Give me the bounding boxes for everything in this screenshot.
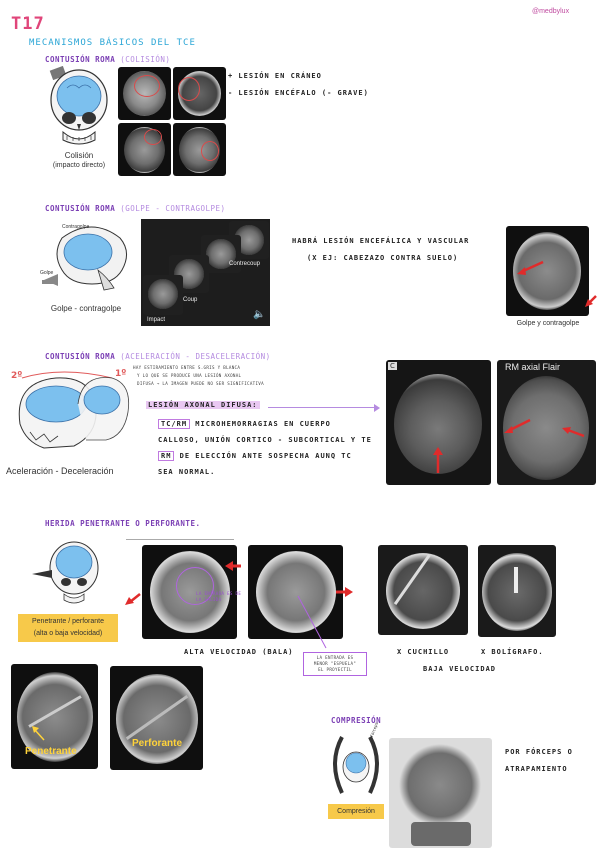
red-arrow-golpe (517, 260, 544, 275)
stack-label-contrecoup: Contrecoup (229, 261, 261, 267)
golpe-note-2: (X EJ: CABEZAZO CONTRA SUELO) (307, 254, 459, 262)
golpe-ct-stack: Impact Coup Contrecoup 🔈 (141, 219, 270, 326)
pen-label: X BOLÍGRAFO. (481, 648, 544, 656)
divider-line (126, 539, 234, 540)
perforante-image-label: Perforante (132, 738, 183, 749)
aceleracion-tiny-note-2: Y LO QUE SE PRODUCE UNA LESIÓN AXONAL (137, 373, 242, 378)
red-arrow-mri-1 (433, 447, 443, 473)
lad-line-3: RM DE ELECCIÓN ANTE SOSPECHA AUNQ TC (158, 451, 352, 461)
red-arrow-bullet-1 (125, 593, 141, 605)
stack-label-impact: Impact (147, 317, 166, 323)
aceleracion-tiny-note-1: HAY ESTIRAMIENTO ENTRE S.GRIS Y BLANCA (133, 365, 241, 370)
lad-arrowhead (374, 404, 380, 412)
skull-collision-illustration (49, 66, 108, 145)
penetrante-image-label: Penetrante (25, 746, 77, 757)
compresion-badge: Compresión (328, 804, 384, 819)
ct-collision-2 (173, 67, 226, 120)
section-heading-golpe: CONTUSIÓN ROMA (GOLPE - CONTRAGOLPE) (45, 204, 226, 213)
collision-caption: Colisión (impacto directo) (52, 151, 106, 169)
aceleracion-tiny-note-3: DIFUSA → LA IMAGEN PUEDE NO SER SIGNIFIC… (137, 381, 264, 386)
ct-penetrante: Penetrante (11, 664, 98, 769)
head-acceleration-illustration (18, 371, 130, 449)
ct-bullet-1 (142, 545, 237, 639)
forceps-illustration (333, 736, 379, 794)
lad-line-1: TC/RM MICROHEMORRAGIAS EN CUERPO (158, 419, 331, 429)
mri-flair-caption: RM axial Flair (505, 362, 561, 372)
section-heading-herida: HERIDA PENETRANTE O PERFORANTE. (45, 519, 201, 528)
ct-pen (478, 545, 556, 637)
golpe-note-1: HABRÁ LESIÓN ENCEFÁLICA Y VASCULAR (292, 237, 470, 245)
mri-axial-flair: RM axial Flair (497, 360, 596, 485)
colision-note-1: + LESIÓN EN CRÁNEO (228, 72, 322, 80)
yellow-arrow (32, 726, 45, 741)
lad-arrow (268, 407, 378, 408)
section-heading-aceleracion: CONTUSIÓN ROMA (ACELERACIÓN - DESACELERA… (45, 352, 271, 361)
red-arrow-bullet-3 (336, 587, 353, 597)
page-title: T17 (11, 14, 45, 34)
skull-bullet-illustration (32, 541, 99, 604)
lad-line-4: SEA NORMAL. (158, 468, 216, 476)
mri-tag: C (388, 362, 397, 370)
marker-second: 2º (11, 371, 23, 381)
ct-collision-1 (118, 67, 171, 120)
red-arrow-contragolpe (585, 295, 597, 307)
compresion-note-1: POR FÓRCEPS O (505, 748, 573, 756)
red-arrow-flair-2 (562, 427, 585, 438)
head-golpe-illustration (42, 226, 127, 291)
stack-label-coup: Coup (183, 297, 198, 303)
page-subtitle: MECANISMOS BÁSICOS DEL TCE (29, 38, 196, 48)
ct-collision-3 (118, 123, 171, 176)
ct-perforante: Perforante (110, 666, 203, 770)
section-heading-colision: CONTUSIÓN ROMA (COLISIÓN) (45, 55, 171, 64)
author-handle: @medbylux (532, 8, 570, 15)
contragolpe-label: Contragolpe (62, 224, 90, 230)
ct-collision-4 (173, 123, 226, 176)
callout-espuela: LA ENTRADA ES MENOR "ESPUELA" EL PROYECT… (303, 652, 367, 676)
marker-first: 1º (115, 369, 127, 379)
red-arrow-flair-1 (504, 418, 531, 433)
alta-velocidad: ALTA VELOCIDAD (BALA) (184, 648, 294, 656)
colision-note-2: - LESIÓN ENCÉFALO (- GRAVE) (228, 89, 369, 97)
compresion-note-2: ATRAPAMIENTO (505, 765, 568, 773)
section-heading-compresion: COMPRESIÓN (331, 716, 382, 725)
penetrante-badge: Penetrante / perforante (alta o baja vel… (18, 614, 118, 642)
baja-velocidad: BAJA VELOCIDAD (423, 665, 497, 673)
red-arrow-bullet-2 (225, 561, 241, 571)
lad-title: LESIÓN AXONAL DIFUSA: (146, 401, 260, 409)
lad-line-2: CALLOSO, UNIÓN CORTICO - SUBCORTICAL Y T… (158, 436, 372, 444)
ct-golpe-caption: Golpe y contragolpe (516, 320, 580, 327)
golpe-caption: Golpe - contragolpe (50, 304, 122, 313)
ct-compresion (389, 738, 492, 848)
ct-golpe-contragolpe (506, 226, 589, 316)
aceleracion-caption: Aceleración - Deceleración (6, 466, 114, 476)
callout-entrada-salida: LA ENTRADA ES DE LA SALIDA (196, 591, 242, 602)
speaker-icon: 🔈 (253, 309, 266, 320)
ct-bullet-2 (248, 545, 343, 639)
golpe-label: Golpe (40, 270, 54, 276)
ct-knife (378, 545, 468, 635)
knife-label: X CUCHILLO (397, 648, 450, 656)
callout-line (297, 595, 327, 649)
